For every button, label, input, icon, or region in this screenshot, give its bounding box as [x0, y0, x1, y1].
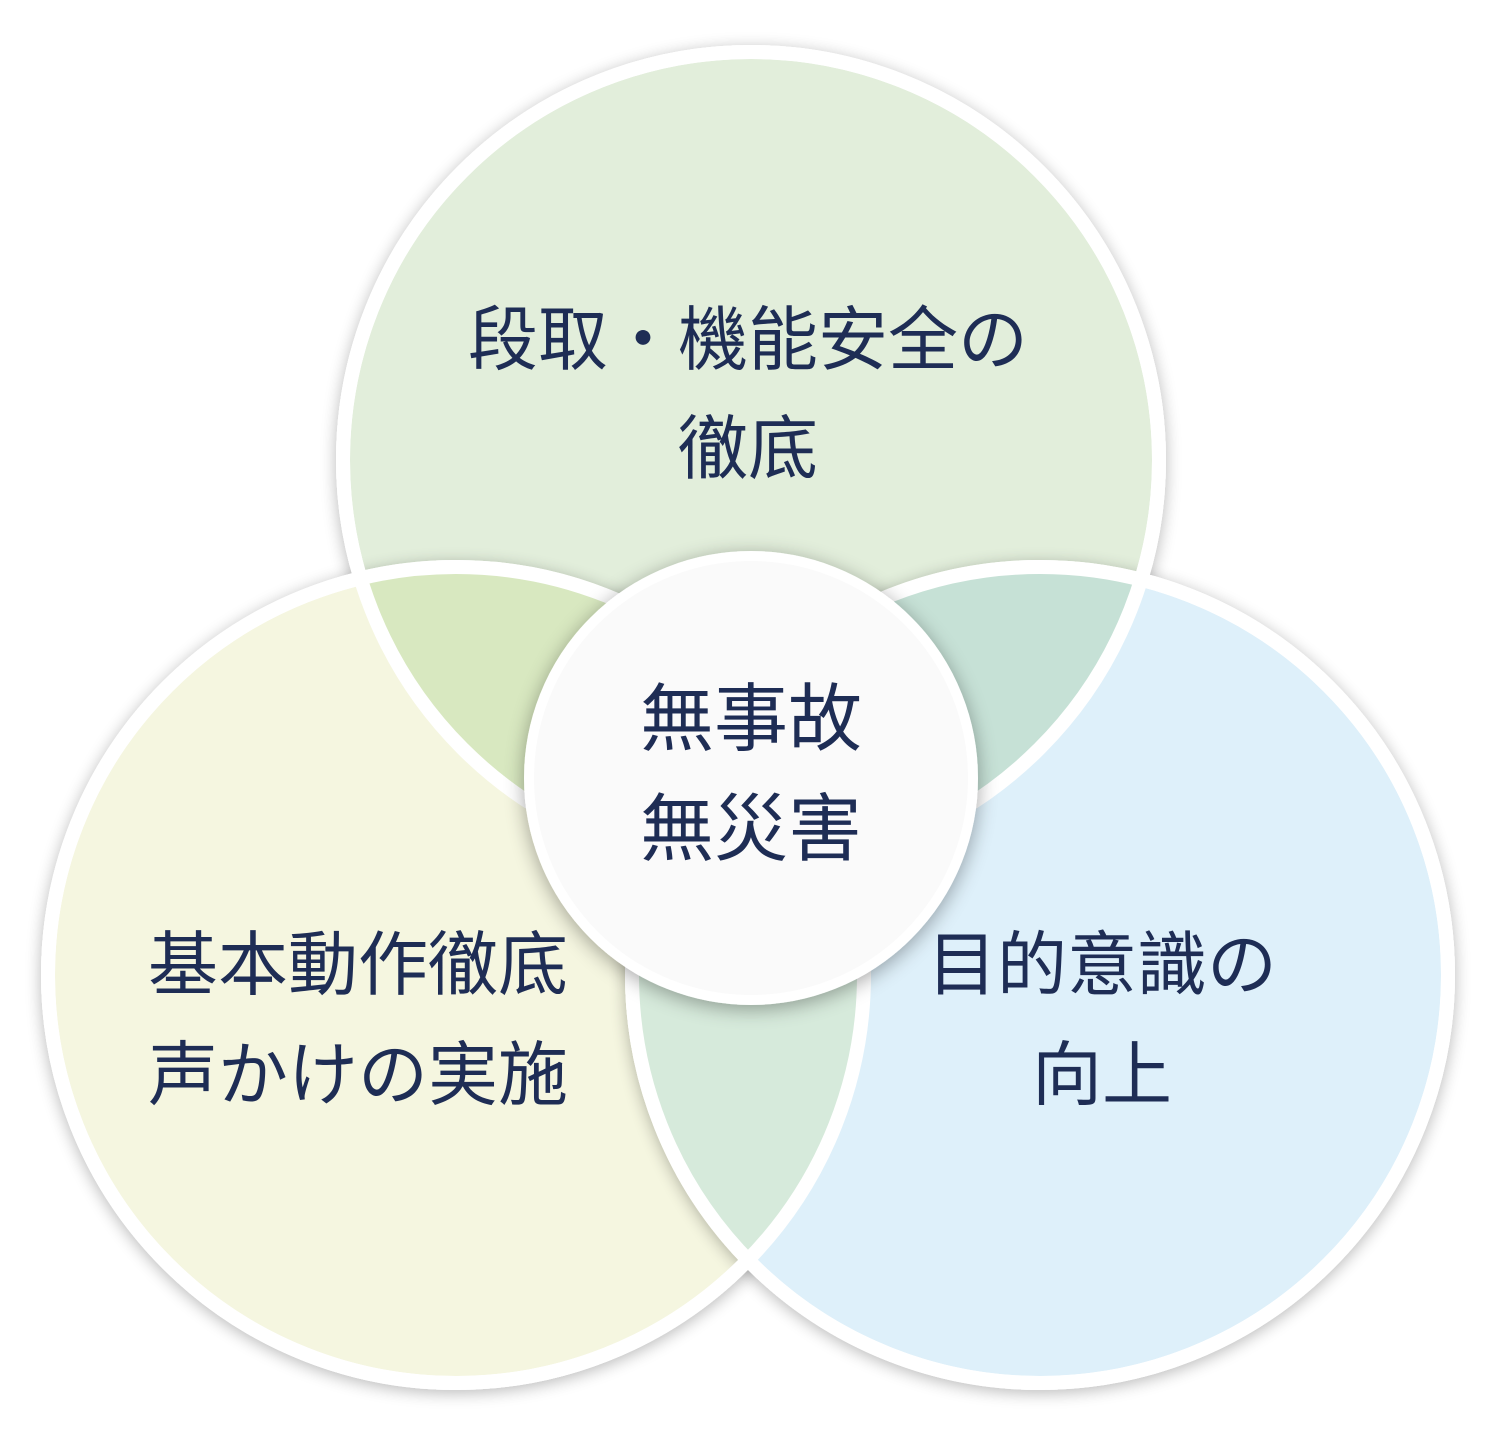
top-circle-label-line-2: 徹底 — [678, 408, 818, 490]
ring-right — [625, 560, 1455, 1390]
left-circle-label-line-2: 声かけの実施 — [148, 1034, 568, 1116]
center-circle — [524, 551, 978, 1005]
left-circle-label-line-1: 基本動作徹底 — [148, 924, 568, 1006]
top-circle-label-line-1: 段取・機能安全の — [468, 299, 1028, 381]
center-label-line-2: 無災害 — [640, 787, 862, 873]
right-circle-label-line-2: 向上 — [1032, 1034, 1172, 1116]
right-circle-label-line-1: 目的意識の — [927, 924, 1277, 1006]
center-label-line-1: 無事故 — [640, 677, 862, 763]
ring-left — [41, 560, 871, 1390]
